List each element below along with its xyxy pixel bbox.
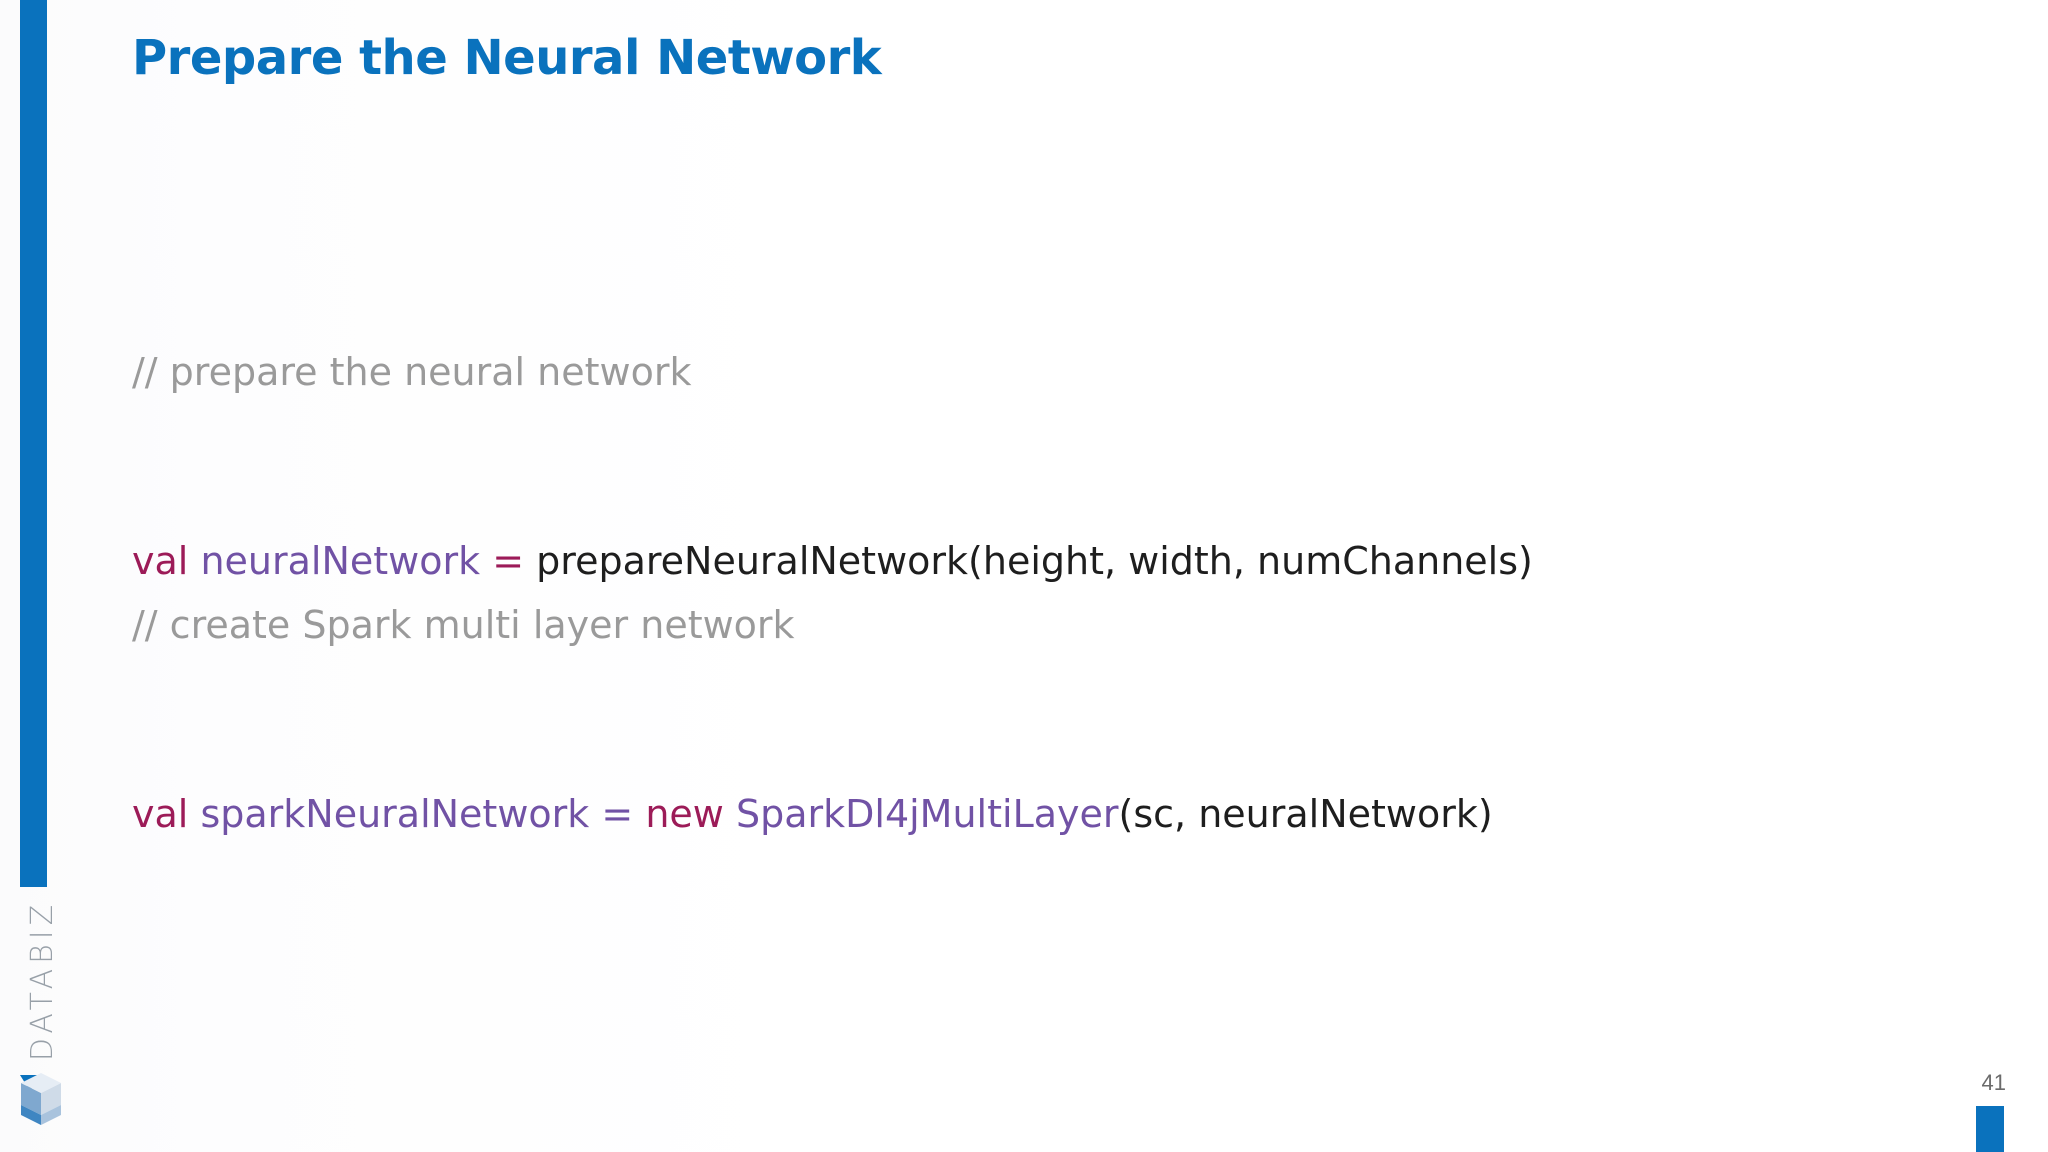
page-title: Prepare the Neural Network [132,30,882,86]
code-comment: // prepare the neural network [132,350,692,394]
brand-wordmark: DATABIZ [18,895,68,1065]
code-line: val neuralNetwork = prepareNeuralNetwork… [132,530,1533,593]
code-line: val sparkNeuralNetwork = new SparkDl4jMu… [132,783,1493,846]
accent-corner-block [1976,1106,2004,1152]
page-number: 41 [1981,1070,2006,1095]
code-operator: = [601,792,634,836]
brand-mark: DATABIZ [18,895,68,1135]
code-identifier: neuralNetwork [200,539,481,583]
code-keyword: val [132,539,189,583]
accent-side-bar [20,0,47,887]
code-identifier: sparkNeuralNetwork [200,792,590,836]
databiz-cube-logo-icon [20,1073,61,1125]
code-keyword-new: new [645,792,724,836]
brand-name: DATABIZ [25,899,61,1061]
code-class-name: SparkDl4jMultiLayer [735,792,1119,836]
code-block-spark: // create Spark multi layer network val … [132,468,1493,972]
code-call: prepareNeuralNetwork(height, width, numC… [536,539,1533,583]
code-keyword: val [132,792,189,836]
code-args: (sc, neuralNetwork) [1118,792,1493,836]
code-comment: // create Spark multi layer network [132,603,795,647]
code-operator: = [492,539,525,583]
code-block-prepare: // prepare the neural network val neural… [132,215,1533,719]
